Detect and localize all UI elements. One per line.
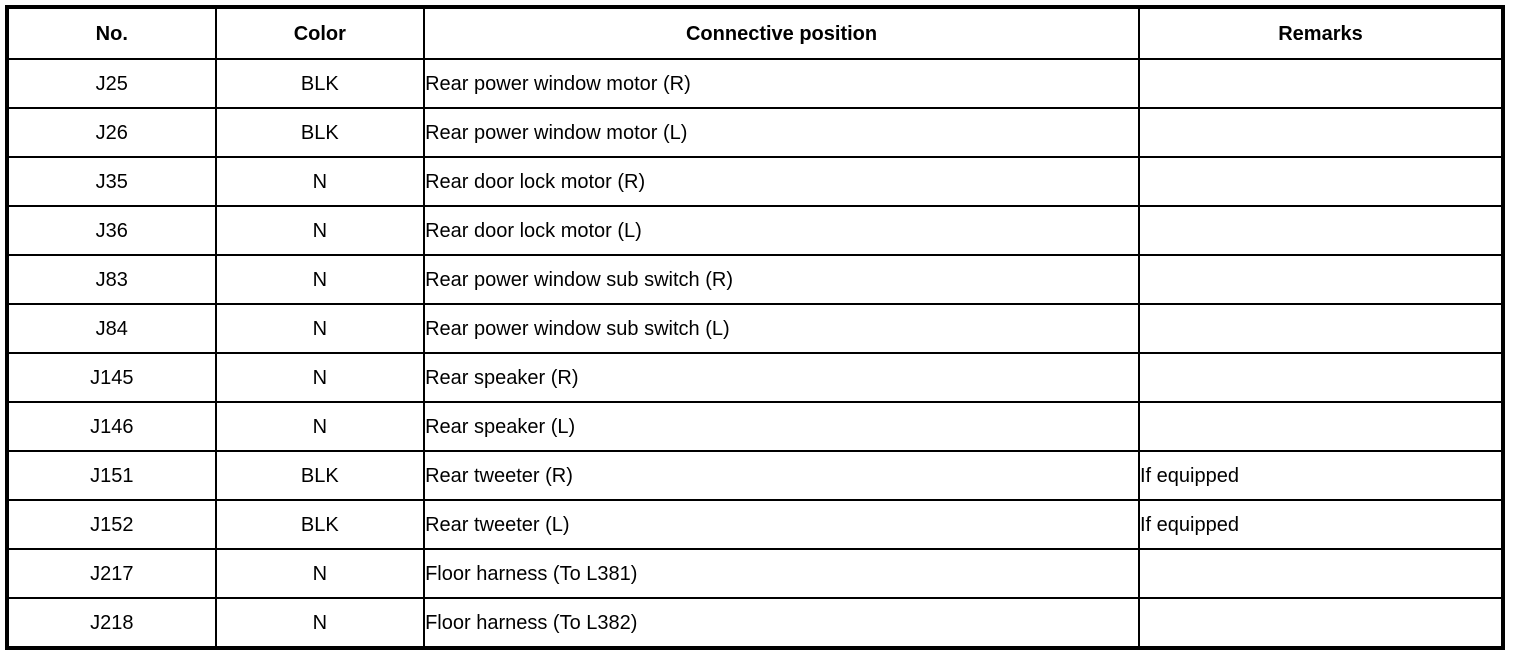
table-cell-remarks — [1138, 401, 1504, 452]
table-cell-remarks — [1138, 205, 1504, 256]
table-cell-color: N — [214, 303, 426, 354]
column-header-no: No. — [6, 6, 217, 60]
table-cell-remarks — [1138, 156, 1504, 207]
table-cell-color: BLK — [214, 107, 426, 158]
table-cell-remarks — [1138, 548, 1504, 599]
table-cell-no: J26 — [6, 107, 217, 158]
column-header-color: Color — [214, 6, 426, 60]
table-cell-pos: Rear speaker (R) — [423, 352, 1140, 403]
table-cell-remarks — [1138, 597, 1504, 649]
table-cell-no: J151 — [6, 450, 217, 501]
table-cell-remarks — [1138, 58, 1504, 109]
column-header-remarks: Remarks — [1138, 6, 1504, 60]
table-cell-color: N — [214, 205, 426, 256]
table-cell-pos: Rear speaker (L) — [423, 401, 1140, 452]
table-cell-no: J35 — [6, 156, 217, 207]
table-cell-no: J83 — [6, 254, 217, 305]
table-cell-color: BLK — [214, 450, 426, 501]
connector-list-table-container: No. Color Connective position Remarks J2… — [5, 5, 1505, 650]
table-cell-no: J36 — [6, 205, 217, 256]
table-cell-no: J25 — [6, 58, 217, 109]
table-cell-remarks — [1138, 107, 1504, 158]
table-cell-no: J84 — [6, 303, 217, 354]
column-header-connective-position: Connective position — [423, 6, 1140, 60]
table-cell-color: N — [214, 352, 426, 403]
table-cell-remarks — [1138, 303, 1504, 354]
table-cell-pos: Rear power window sub switch (R) — [423, 254, 1140, 305]
table-cell-color: N — [214, 401, 426, 452]
table-header: No. Color Connective position Remarks — [6, 6, 1504, 60]
table-cell-color: N — [214, 156, 426, 207]
table-cell-pos: Rear power window motor (R) — [423, 58, 1140, 109]
table-cell-pos: Floor harness (To L381) — [423, 548, 1140, 599]
table-cell-color: N — [214, 548, 426, 599]
table-cell-color: N — [214, 597, 426, 649]
table-cell-no: J145 — [6, 352, 217, 403]
connector-list-table: No. Color Connective position Remarks J2… — [5, 5, 1505, 650]
table-cell-pos: Rear power window motor (L) — [423, 107, 1140, 158]
table-cell-pos: Floor harness (To L382) — [423, 597, 1140, 649]
table-cell-no: J218 — [6, 597, 217, 649]
table-cell-remarks: If equipped — [1138, 499, 1504, 550]
table-cell-no: J146 — [6, 401, 217, 452]
table-cell-color: N — [214, 254, 426, 305]
table-cell-color: BLK — [214, 499, 426, 550]
table-cell-remarks — [1138, 352, 1504, 403]
table-cell-pos: Rear door lock motor (L) — [423, 205, 1140, 256]
table-cell-no: J217 — [6, 548, 217, 599]
table-cell-remarks — [1138, 254, 1504, 305]
table-cell-color: BLK — [214, 58, 426, 109]
table-header-row: No. Color Connective position Remarks — [6, 6, 1504, 60]
table-cell-pos: Rear power window sub switch (L) — [423, 303, 1140, 354]
table-cell-pos: Rear door lock motor (R) — [423, 156, 1140, 207]
table-cell-pos: Rear tweeter (L) — [423, 499, 1140, 550]
table-cell-pos: Rear tweeter (R) — [423, 450, 1140, 501]
table-cell-remarks: If equipped — [1138, 450, 1504, 501]
table-cell-no: J152 — [6, 499, 217, 550]
